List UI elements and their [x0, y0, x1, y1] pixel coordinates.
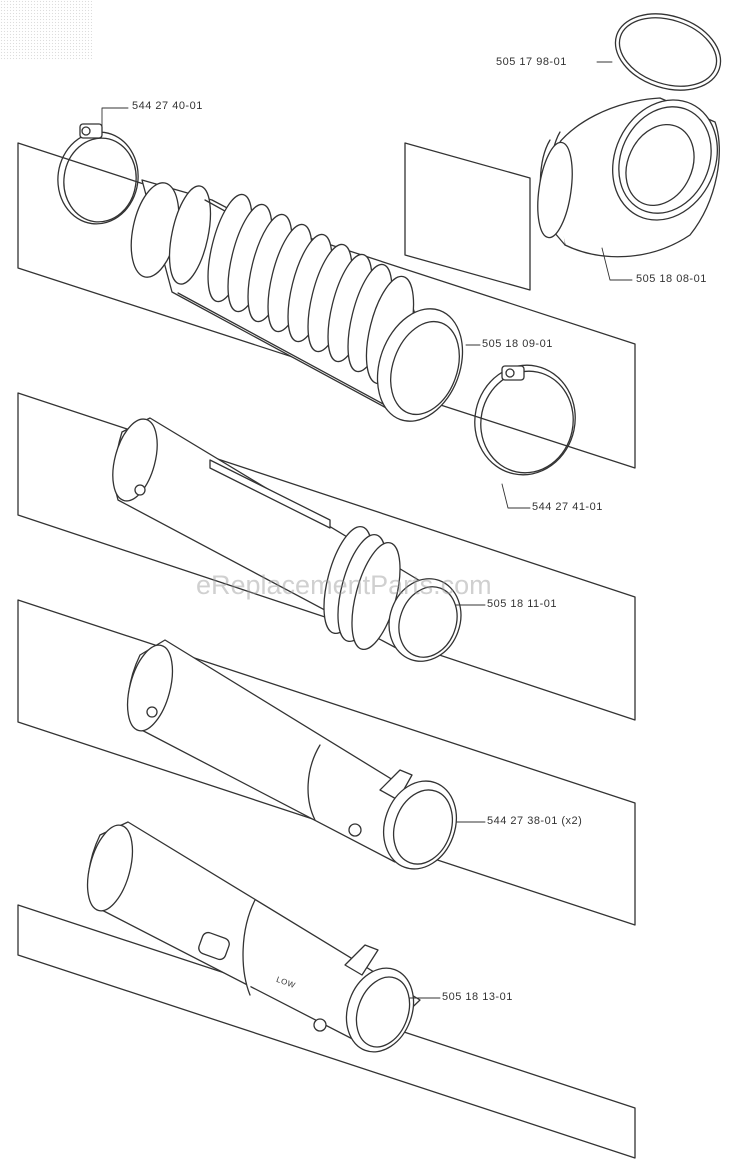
- leader-lines: [101, 61, 633, 999]
- part-number-clamp-mid: 544 27 41-01: [532, 501, 603, 513]
- part-number-gasket: 505 17 98-01: [496, 56, 567, 68]
- part-number-tube-1: 505 18 11-01: [487, 598, 558, 610]
- assembly-plane-1: [17, 142, 636, 469]
- tube-1-part: [112, 417, 462, 662]
- clamp-top-part: [57, 123, 139, 225]
- nozzle-part: [86, 821, 421, 1053]
- clamp-mid-part: [474, 364, 576, 476]
- assembly-plane-4: [17, 904, 636, 1159]
- part-number-elbow: 505 18 08-01: [636, 273, 707, 285]
- assembly-plane-3: [17, 599, 636, 926]
- elbow-part: [537, 97, 720, 258]
- part-number-clamp-top: 544 27 40-01: [132, 100, 203, 112]
- tube-2-part: [126, 639, 457, 870]
- bellows-hose-part: [130, 179, 464, 422]
- watermark: eReplacementParts.com: [196, 570, 492, 600]
- part-number-nozzle: 505 18 13-01: [442, 991, 513, 1003]
- corner-stipple: [0, 0, 92, 60]
- assembly-plane-2: [17, 392, 636, 721]
- part-number-bellows-ring: 505 18 09-01: [482, 338, 553, 350]
- part-number-tube-2: 544 27 38-01 (x2): [487, 815, 583, 827]
- gasket-ring: [614, 13, 722, 91]
- assembly-plane-elbow: [404, 142, 531, 291]
